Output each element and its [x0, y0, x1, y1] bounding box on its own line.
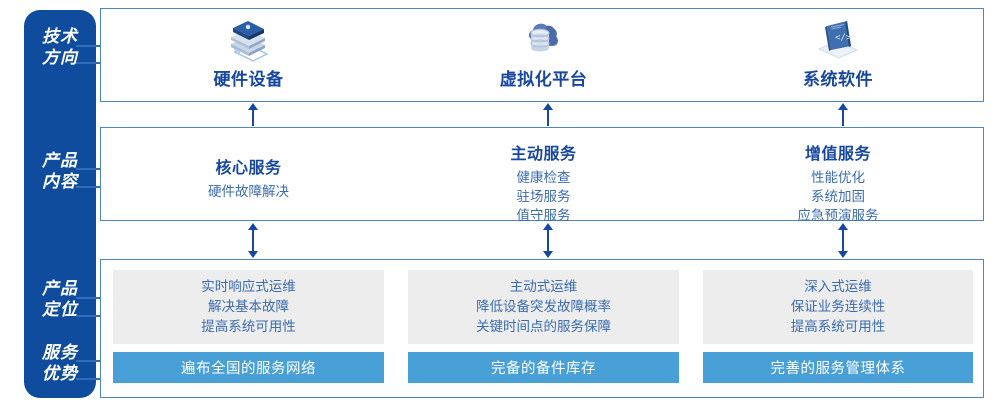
- product-content-column-core[interactable]: 核心服务 硬件故障解决: [101, 128, 396, 220]
- bottom-column-proactive[interactable]: 主动式运维 降低设备突发故障概率 关键时间点的服务保障 完备的备件库存: [396, 260, 691, 397]
- product-content-line: 健康检查: [516, 170, 571, 185]
- sidebar-item-product-content: 产品 内容: [24, 150, 96, 192]
- service-advantage-bar[interactable]: 完备的备件库存: [408, 352, 679, 383]
- arrow-bidirectional-proactive: [541, 223, 555, 258]
- technology-direction-box: 硬件设备: [100, 8, 984, 102]
- service-advantage-label: 遍布全国的服务网络: [181, 361, 316, 377]
- positioning-line: 提高系统可用性: [201, 319, 296, 334]
- sidebar-label-line1: 技术: [42, 27, 78, 46]
- connector-line-advantage-top: [76, 360, 102, 362]
- technology-title: 系统软件: [803, 70, 873, 89]
- service-advantage-bar[interactable]: 完善的服务管理体系: [703, 352, 973, 383]
- sidebar-panel: [24, 10, 96, 398]
- positioning-line: 降低设备突发故障概率: [476, 299, 611, 314]
- connector-line-technology-bottom: [76, 62, 102, 64]
- sidebar-label-line2: 内容: [42, 172, 78, 191]
- technology-column-virtualization[interactable]: 虚拟化平台: [396, 9, 691, 101]
- product-content-line: 应急预演服务: [797, 208, 879, 223]
- product-content-title: 增值服务: [804, 146, 871, 163]
- arrow-bidirectional-core: [246, 223, 260, 258]
- positioning-line: 主动式运维: [509, 279, 578, 294]
- laptop-code-icon: </>: [691, 15, 985, 63]
- sidebar-item-product-positioning: 产品 定位: [24, 278, 96, 320]
- sidebar-item-service-advantage: 服务 优势: [24, 342, 96, 384]
- positioning-line: 实时响应式运维: [201, 279, 296, 294]
- sidebar-label-line1: 产品: [42, 279, 78, 298]
- connector-line-advantage-bottom: [76, 378, 102, 380]
- sidebar-label-line2: 优势: [42, 364, 78, 383]
- technology-column-system-software[interactable]: </> 系统软件: [691, 9, 985, 101]
- sidebar-label-line2: 方向: [42, 48, 78, 67]
- positioning-card: 主动式运维 降低设备突发故障概率 关键时间点的服务保障: [408, 270, 679, 344]
- connector-line-positioning-top: [76, 297, 102, 299]
- arrow-up-system-software: [836, 103, 850, 126]
- connector-line-content-bottom: [76, 186, 102, 188]
- arrow-up-virtualization: [541, 103, 555, 126]
- positioning-card: 实时响应式运维 解决基本故障 提高系统可用性: [113, 270, 384, 344]
- service-advantage-bar[interactable]: 遍布全国的服务网络: [113, 352, 384, 383]
- service-advantage-label: 完善的服务管理体系: [770, 361, 906, 377]
- technology-column-hardware[interactable]: 硬件设备: [101, 9, 396, 101]
- product-content-column-value-added[interactable]: 增值服务 性能优化 系统加固 应急预演服务: [691, 128, 985, 223]
- server-stack-icon: [101, 15, 396, 63]
- product-content-column-proactive[interactable]: 主动服务 健康检查 驻场服务 值守服务: [396, 128, 691, 223]
- connector-line-positioning-bottom: [76, 315, 102, 317]
- arrow-bidirectional-value-added: [836, 223, 850, 258]
- product-content-box: 核心服务 硬件故障解决 主动服务 健康检查 驻场服务 值守服务 增值服务 性能优…: [100, 127, 985, 223]
- positioning-line: 深入式运维: [804, 279, 872, 294]
- positioning-advantage-box: 实时响应式运维 解决基本故障 提高系统可用性 遍布全国的服务网络 主动式运维 降…: [100, 259, 984, 398]
- product-content-title: 主动服务: [510, 146, 577, 163]
- service-advantage-label: 完备的备件库存: [491, 361, 596, 377]
- svg-text:</>: </>: [835, 33, 852, 43]
- product-content-title: 核心服务: [215, 160, 282, 177]
- product-content-line: 驻场服务: [516, 189, 571, 204]
- bottom-column-realtime[interactable]: 实时响应式运维 解决基本故障 提高系统可用性 遍布全国的服务网络: [101, 260, 396, 397]
- technology-title: 虚拟化平台: [499, 70, 588, 89]
- positioning-line: 提高系统可用性: [790, 319, 886, 334]
- cloud-database-icon: [396, 15, 691, 63]
- product-content-line: 硬件故障解决: [208, 184, 289, 199]
- connector-line-technology-top: [76, 45, 102, 47]
- technology-title: 硬件设备: [213, 70, 284, 89]
- sidebar-label-line1: 服务: [42, 343, 78, 362]
- product-content-line: 系统加固: [811, 189, 865, 204]
- sidebar-label-line2: 定位: [42, 300, 78, 319]
- positioning-card: 深入式运维 保证业务连续性 提高系统可用性: [703, 270, 973, 344]
- sidebar-item-technology-direction: 技术 方向: [24, 26, 96, 68]
- product-content-line: 性能优化: [811, 170, 865, 185]
- product-content-line: 值守服务: [516, 208, 571, 223]
- positioning-line: 关键时间点的服务保障: [476, 319, 611, 334]
- sidebar-label-line1: 产品: [42, 151, 78, 170]
- arrow-up-hardware: [246, 103, 260, 126]
- connector-line-content-top: [76, 168, 102, 170]
- bottom-column-deep[interactable]: 深入式运维 保证业务连续性 提高系统可用性 完善的服务管理体系: [691, 260, 985, 397]
- positioning-line: 解决基本故障: [208, 299, 289, 314]
- positioning-line: 保证业务连续性: [790, 299, 886, 314]
